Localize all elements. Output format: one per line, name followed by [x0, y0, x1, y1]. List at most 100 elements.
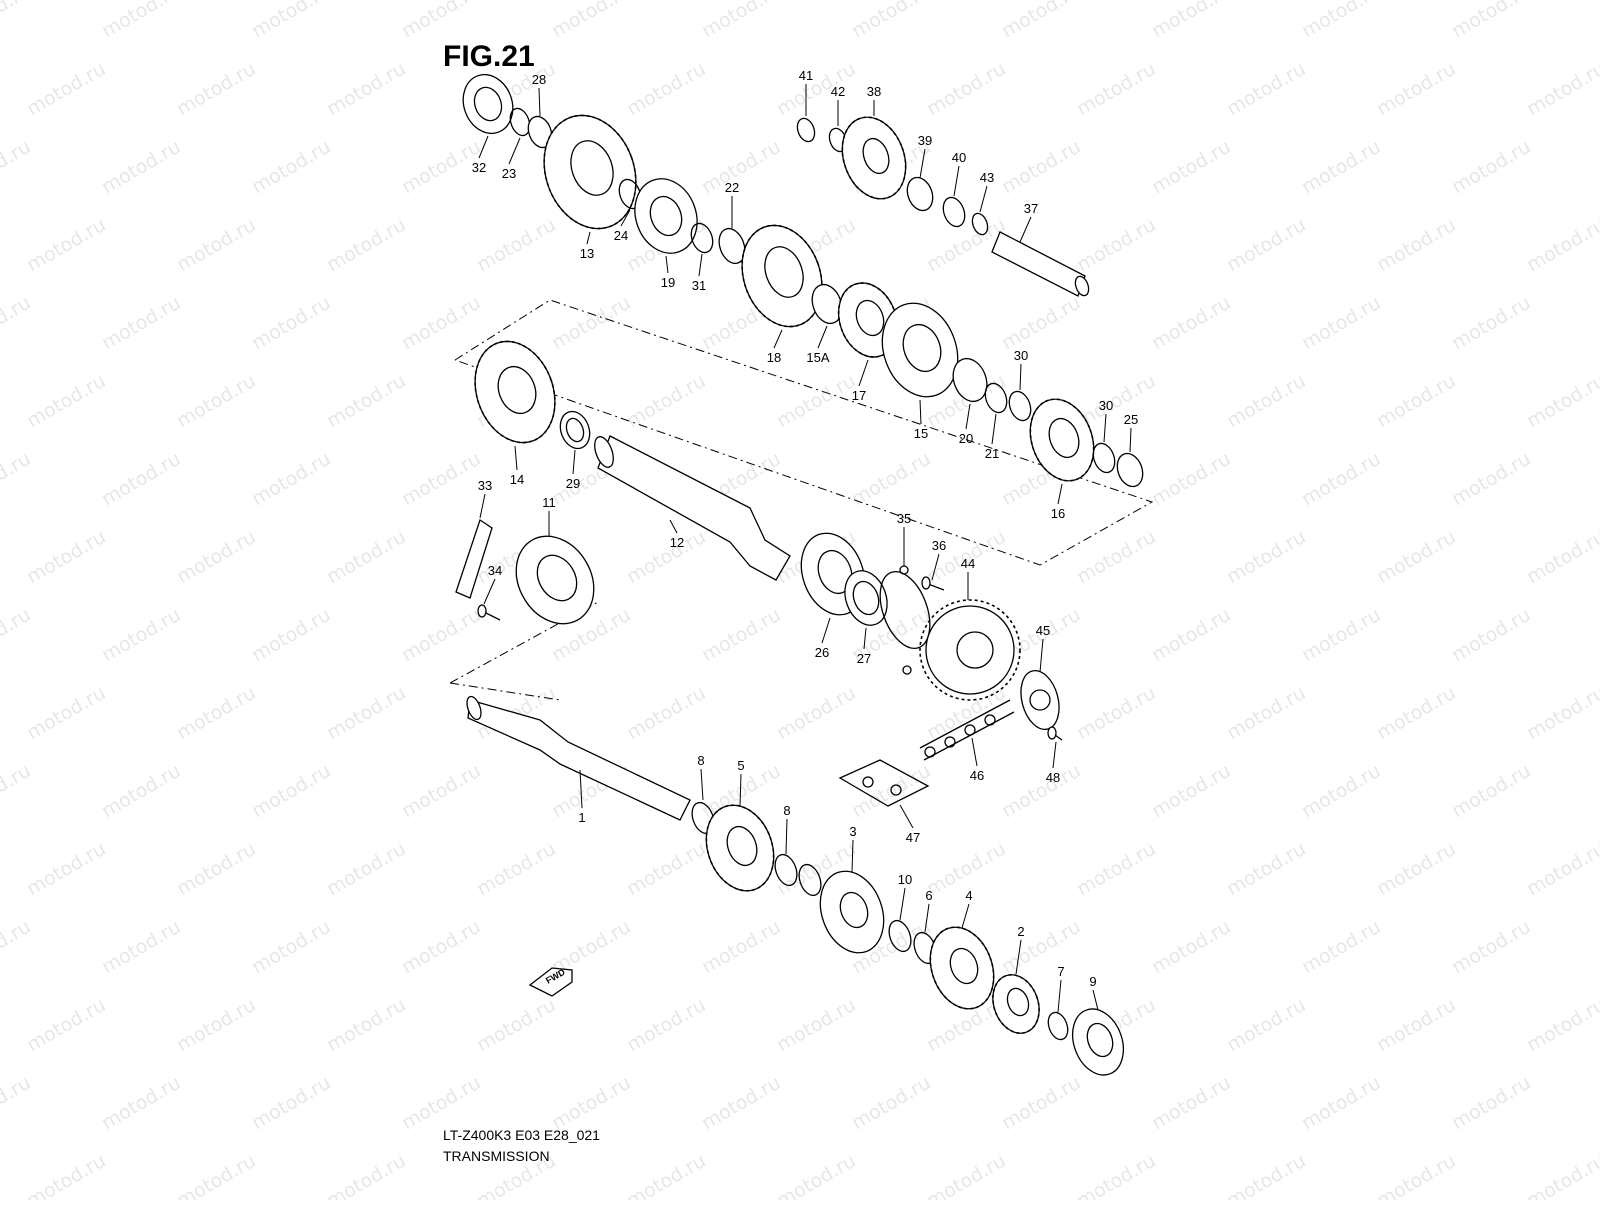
gear-38 [841, 116, 907, 200]
watermark-text: motod.ru [1298, 916, 1384, 979]
leader-line [821, 617, 831, 644]
leader-line [961, 903, 970, 929]
watermark-text: motod.ru [0, 604, 35, 667]
washer-near-3 [798, 863, 822, 897]
leader-line [919, 148, 926, 179]
callout-3: 3 [849, 824, 857, 873]
watermark-text: motod.ru [698, 136, 784, 199]
callout-label: 17 [852, 388, 866, 403]
watermark-text: motod.ru [1223, 214, 1309, 277]
callout-26: 26 [815, 617, 831, 660]
watermark-text: motod.ru [1373, 370, 1459, 433]
leader-line [899, 887, 906, 921]
callout-11: 11 [542, 495, 556, 536]
watermark-text: motod.ru [623, 994, 709, 1057]
callout-label: 14 [510, 472, 524, 487]
watermark-text: motod.ru [1223, 58, 1309, 121]
watermark-text: motod.ru [1523, 682, 1600, 745]
callout-1: 1 [578, 769, 586, 825]
watermark-text: motod.ru [1223, 838, 1309, 901]
watermark-text: motod.ru [548, 292, 634, 355]
watermark-text: motod.ru [248, 1072, 334, 1135]
watermark-text: motod.ru [773, 1150, 859, 1200]
bushing-39 [906, 176, 934, 212]
washer-23 [509, 107, 531, 137]
watermark-text: motod.ru [623, 1150, 709, 1200]
watermark-text: motod.ru [923, 58, 1009, 121]
retainer-33 [455, 518, 493, 599]
leader-line [971, 737, 978, 767]
gear-18 [741, 224, 823, 328]
callout-label: 19 [661, 275, 675, 290]
watermark-text: motod.ru [1223, 370, 1309, 433]
watermark-text: motod.ru [998, 760, 1084, 823]
bushing-29 [559, 410, 591, 450]
leader-line [620, 209, 631, 227]
leader-line [924, 903, 930, 933]
watermark-text: motod.ru [1298, 0, 1384, 42]
leader-line [1052, 741, 1057, 769]
callout-label: 21 [985, 446, 999, 461]
callout-label: 37 [1024, 201, 1038, 216]
gear-2 [992, 974, 1040, 1034]
callout-18: 18 [767, 329, 783, 365]
callout-46: 46 [970, 737, 984, 783]
callout-label: 35 [897, 511, 911, 526]
leader-line [1019, 363, 1022, 391]
watermark-text: motod.ru [1523, 994, 1600, 1057]
leader-line [785, 818, 788, 855]
leader-line [508, 137, 521, 165]
callout-4: 4 [961, 888, 973, 929]
watermark-text: motod.ru [23, 682, 109, 745]
callout-17: 17 [852, 359, 869, 403]
leader-line [479, 493, 486, 519]
watermark-text: motod.ru [98, 604, 184, 667]
callout-12: 12 [669, 519, 684, 550]
leader-line [1019, 216, 1032, 243]
washer-21 [984, 382, 1008, 414]
gear-5 [705, 804, 775, 892]
shaft-1 [466, 695, 691, 821]
callout-16: 16 [1051, 483, 1065, 521]
callout-40: 40 [952, 150, 966, 197]
watermark-text: motod.ru [1223, 682, 1309, 745]
gear-15 [881, 302, 959, 398]
callout-36: 36 [931, 538, 946, 581]
watermark-text: motod.ru [398, 448, 484, 511]
callout-48: 48 [1046, 741, 1060, 785]
watermark-text: motod.ru [323, 994, 409, 1057]
leader-line [1015, 939, 1022, 975]
callout-label: 18 [767, 350, 781, 365]
model-code: LT-Z400K3 E03 E28_021 [443, 1127, 600, 1143]
callout-label: 30 [1099, 398, 1113, 413]
callout-label: 38 [867, 84, 881, 99]
gear-19 [634, 178, 698, 254]
watermark-text: motod.ru [173, 682, 259, 745]
watermark-text: motod.ru [698, 604, 784, 667]
leader-line [991, 413, 997, 445]
watermark-text: motod.ru [1148, 448, 1234, 511]
bearing-11 [515, 535, 595, 625]
watermark-text: motod.ru [1298, 292, 1384, 355]
watermark-text: motod.ru [623, 526, 709, 589]
watermark-text: motod.ru [248, 760, 334, 823]
callout-22: 22 [725, 180, 739, 228]
callout-35: 35 [897, 511, 911, 566]
callout-42: 42 [831, 84, 845, 126]
watermark-text: motod.ru [248, 136, 334, 199]
watermark-text: motod.ru [1148, 1072, 1234, 1135]
callout-label: 12 [670, 535, 684, 550]
watermark-text: motod.ru [1373, 838, 1459, 901]
watermark-text: motod.ru [1523, 370, 1600, 433]
watermark-text: motod.ru [173, 1150, 259, 1200]
watermark-text: motod.ru [98, 136, 184, 199]
circlip-31 [690, 222, 714, 254]
watermark-text: motod.ru [1523, 214, 1600, 277]
fwd-arrow-icon: FWD [528, 967, 573, 997]
watermark-text: motod.ru [1523, 526, 1600, 589]
watermark-text: motod.ru [323, 370, 409, 433]
watermark-text: motod.ru [1448, 760, 1534, 823]
callout-label: 44 [961, 556, 975, 571]
watermark-text: motod.ru [1148, 916, 1234, 979]
